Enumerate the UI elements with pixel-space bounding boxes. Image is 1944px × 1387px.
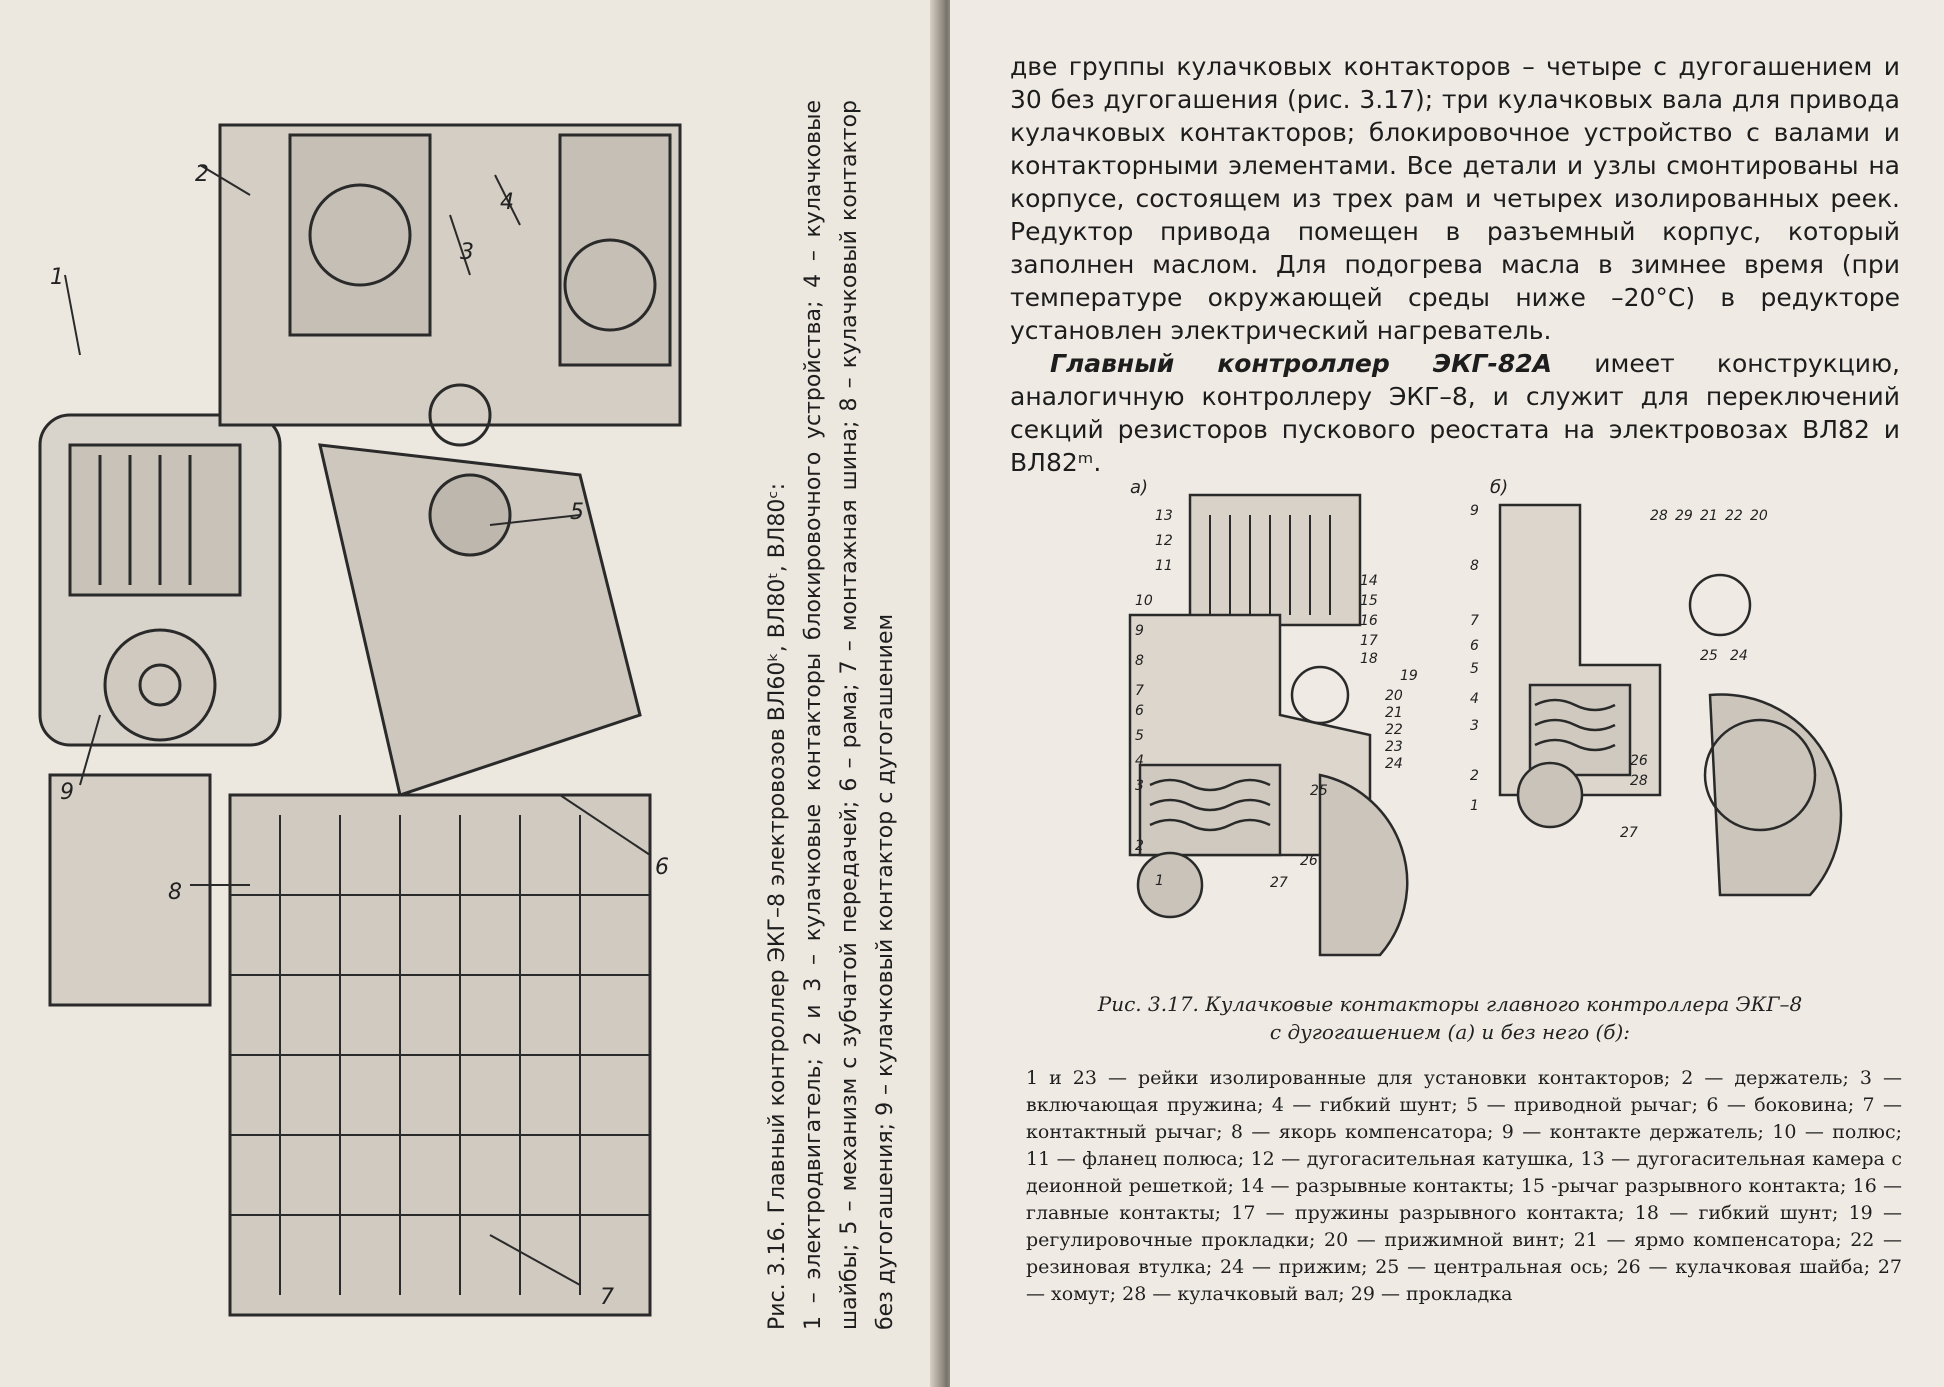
fig-a-label: 15	[1360, 593, 1378, 609]
fig316-label-2: 2	[195, 162, 209, 187]
paragraph-1: две группы кулачковых контакторов – четы…	[1010, 52, 1900, 345]
figure-3-16-title: Рис. 3.16. Главный контроллер ЭКГ–8 элек…	[765, 483, 790, 1330]
fig-b-label: 24	[1730, 648, 1748, 664]
controller-drawing	[38, 123, 682, 1317]
paragraph-2: Главный контроллер ЭКГ-82А имеет констру…	[1010, 347, 1900, 479]
fig-a-label: 19	[1400, 668, 1418, 684]
fig-a-label: 6	[1135, 703, 1144, 719]
fig-b-label: 2	[1470, 768, 1479, 784]
fig-a-label: 13	[1155, 508, 1173, 524]
fig-b-label: 29	[1675, 508, 1693, 524]
fig-a-label: 3	[1135, 778, 1144, 794]
panel-b-label: б)	[1490, 477, 1508, 498]
fig-a-label: 17	[1360, 633, 1378, 649]
paragraph-2-text: имеет конструкцию, аналогичную контролле…	[1010, 349, 1900, 477]
fig316-label-4: 4	[500, 190, 514, 215]
figure-3-17-caption-line1: Рис. 3.17. Кулачковые контакторы главног…	[1097, 992, 1803, 1016]
fig-a-label: 7	[1135, 683, 1144, 699]
fig-b-label: 20	[1750, 508, 1768, 524]
fig316-label-8: 8	[168, 880, 182, 905]
fig316-label-3: 3	[460, 240, 474, 265]
figure-3-17-drawing: а) б) 13 12 11 10 9 8 7 6 5 4 3 2 1 14 1…	[1128, 477, 1843, 957]
fig-a-label: 26	[1300, 853, 1318, 869]
fig-b-label: 28	[1630, 773, 1648, 789]
fig-a-label: 24	[1385, 756, 1403, 772]
fig316-label-5: 5	[570, 500, 584, 525]
fig-a-label: 5	[1135, 728, 1144, 744]
fig-a-label: 10	[1135, 593, 1153, 609]
left-page: 1 2 3 4 5 6 7 8 9 Рис. 3.16. Главный кон…	[0, 0, 938, 1387]
fig-b-label: 5	[1470, 661, 1479, 677]
figure-3-17-caption-line2: с дугогашением (а) и без него (б):	[1269, 1020, 1631, 1044]
fig-a-label: 22	[1385, 722, 1403, 738]
fig-a-label: 23	[1385, 739, 1403, 755]
fig-a-label: 27	[1270, 875, 1288, 891]
fig-a-label: 18	[1360, 651, 1378, 667]
fig316-label-9: 9	[60, 780, 74, 805]
fig-a-label: 1	[1155, 873, 1164, 889]
fig316-label-7: 7	[600, 1285, 614, 1310]
fig-a-label: 11	[1155, 558, 1173, 574]
fig-a-label: 16	[1360, 613, 1378, 629]
fig-b-label: 7	[1470, 613, 1479, 629]
fig316-label-6: 6	[655, 855, 669, 880]
panel-a-label: а)	[1130, 477, 1148, 498]
figure-3-17-legend: 1 и 23 — рейки изолированные для установ…	[1026, 1067, 1902, 1305]
fig-a-label: 12	[1155, 533, 1173, 549]
body-text: две группы кулачковых контакторов – четы…	[1010, 50, 1900, 479]
fig-a-label: 2	[1135, 838, 1144, 854]
fig-b-label: 28	[1650, 508, 1668, 524]
figure-3-17-caption: Рис. 3.17. Кулачковые контакторы главног…	[1070, 990, 1830, 1046]
figure-3-16-legend: 1 – электродвигатель; 2 и 3 – кулачковые…	[801, 100, 898, 1330]
fig-b-label: 1	[1470, 798, 1479, 814]
figure-3-16-caption: Рис. 3.16. Главный контроллер ЭКГ–8 элек…	[760, 100, 904, 1330]
fig-b-label: 4	[1470, 691, 1479, 707]
fig316-label-1: 1	[50, 265, 64, 290]
fig-a-label: 8	[1135, 653, 1144, 669]
right-page: две группы кулачковых контакторов – четы…	[950, 0, 1944, 1387]
fig-b-label: 6	[1470, 638, 1479, 654]
fig-b-label: 25	[1700, 648, 1718, 664]
fig-a-label: 25	[1310, 783, 1328, 799]
fig-a-label: 9	[1135, 623, 1144, 639]
fig-b-label: 8	[1470, 558, 1479, 574]
fig-b-label: 21	[1700, 508, 1718, 524]
fig-b-label: 9	[1470, 503, 1479, 519]
paragraph-2-heading: Главный контроллер ЭКГ-82А	[1050, 349, 1552, 378]
fig-a-label: 4	[1135, 753, 1144, 769]
fig-b-label: 3	[1470, 718, 1479, 734]
fig-b-label: 26	[1630, 753, 1648, 769]
fig-a-label: 14	[1360, 573, 1378, 589]
fig-a-label: 21	[1385, 705, 1403, 721]
fig-a-label: 20	[1385, 688, 1403, 704]
fig-b-label: 27	[1620, 825, 1638, 841]
fig-b-label: 22	[1725, 508, 1743, 524]
